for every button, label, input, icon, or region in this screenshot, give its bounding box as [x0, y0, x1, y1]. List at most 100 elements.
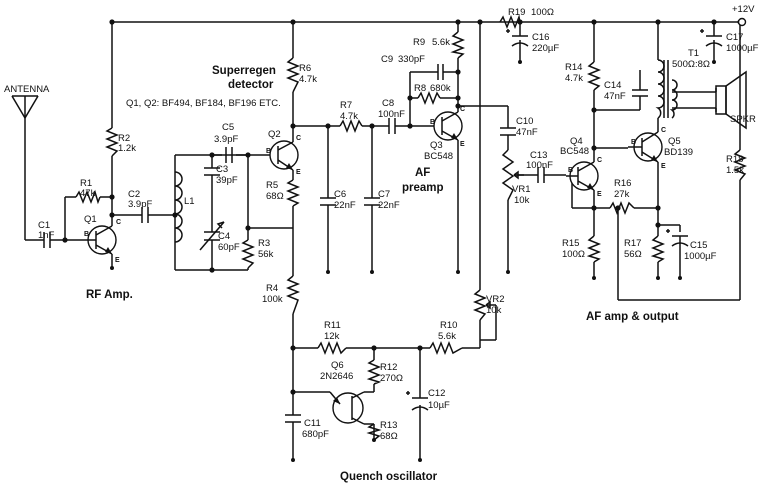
capacitors	[40, 35, 723, 429]
R7-label: R7	[340, 100, 352, 111]
svg-text:B: B	[631, 139, 636, 146]
VR2-value: 10k	[486, 305, 502, 316]
transistor-Q2	[269, 140, 299, 171]
C6-label: C6	[334, 189, 346, 200]
Q4-value: BC548	[560, 146, 589, 157]
R10-value: 5.6k	[438, 331, 456, 342]
C16-label: C16	[532, 32, 549, 43]
R17-label: R17	[624, 238, 641, 249]
svg-text:E: E	[597, 191, 602, 198]
R18-label: R18	[726, 154, 743, 165]
R14-value: 4.7k	[565, 73, 583, 84]
superregen-title-1: Superregen	[212, 65, 276, 77]
ground-terminations	[110, 60, 716, 462]
R1-label: R1	[80, 178, 92, 189]
R11-label: R11	[324, 320, 341, 331]
svg-text:B: B	[84, 231, 89, 238]
section-titles: Superregen detector Q1, Q2: BF494, BF184…	[86, 65, 679, 483]
af-preamp-title-2: preamp	[402, 182, 444, 194]
svg-text:E: E	[296, 169, 301, 176]
af-preamp-title-1: AF	[415, 167, 430, 179]
Q5-value: BD139	[664, 147, 693, 158]
Q6-value: 2N2646	[320, 371, 353, 382]
antenna-label: ANTENNA	[4, 84, 50, 95]
C9-value: 330pF	[398, 54, 425, 65]
R15-label: R15	[562, 238, 579, 249]
C12-label: C12	[428, 388, 445, 399]
svg-text:C: C	[116, 219, 121, 226]
R10-label: R10	[440, 320, 457, 331]
resistors	[75, 14, 748, 441]
R8-label: R8	[414, 83, 426, 94]
R14-label: R14	[565, 62, 582, 73]
svg-text:E: E	[460, 141, 465, 148]
C11-label: C11	[304, 418, 321, 429]
svg-text:B: B	[266, 148, 271, 155]
C3-label: C3	[216, 164, 228, 175]
transformer-T1	[655, 59, 678, 119]
C13-label: C13	[530, 150, 547, 161]
speaker-icon	[715, 70, 747, 130]
T1-label: T1	[688, 48, 699, 59]
C6-value: 22nF	[334, 200, 356, 211]
af-output-title: AF amp & output	[586, 311, 679, 323]
svg-text:C: C	[661, 127, 666, 134]
rf-amp-title: RF Amp.	[86, 289, 133, 301]
R5-value: 68Ω	[266, 191, 284, 202]
C9-label: C9	[381, 54, 393, 65]
C13-value: 100nF	[526, 160, 553, 171]
R6-value: 4.7k	[299, 74, 317, 85]
antenna	[11, 95, 39, 119]
R2-label: R2	[118, 133, 130, 144]
Q3-value: BC548	[424, 151, 453, 162]
VR1-value: 10k	[514, 195, 530, 206]
C15-value: 1000µF	[684, 251, 717, 262]
R9-label: R9	[413, 37, 425, 48]
C11-value: 680pF	[302, 429, 329, 440]
C2-value: 3.9pF	[128, 199, 152, 210]
R8-value: 680k	[430, 83, 451, 94]
Q3-label: Q3	[430, 140, 443, 151]
component-labels: C1 1nF R1 47k R2 1.2k Q1 C2 3.9pF L1 C5 …	[38, 7, 759, 442]
speaker-label: SPKR	[730, 114, 756, 125]
Q6-label: Q6	[331, 360, 344, 371]
C4-value: 60pF	[218, 242, 240, 253]
transistor-note: Q1, Q2: BF494, BF184, BF196 ETC.	[126, 98, 281, 109]
transistor-Q6-ujt	[329, 391, 365, 425]
R17-value: 56Ω	[624, 249, 642, 260]
R1-value: 47k	[80, 188, 96, 199]
pin-letters: B C E B C E B C E B C E B C E	[84, 106, 666, 264]
R4-value: 100k	[262, 294, 283, 305]
polarity-marks	[406, 29, 704, 395]
transistor-Q4	[566, 161, 599, 191]
quench-title: Quench oscillator	[340, 471, 438, 483]
Q4-label: Q4	[570, 136, 583, 147]
R11-value: 12k	[324, 331, 340, 342]
svg-text:E: E	[115, 257, 120, 264]
C14-label: C14	[604, 80, 621, 91]
C16-value: 220µF	[532, 43, 559, 54]
svg-text:C: C	[460, 106, 465, 113]
C1-label: C1	[38, 220, 50, 231]
R16-label: R16	[614, 178, 631, 189]
transistor-Q5	[628, 131, 663, 163]
potentiometers	[472, 149, 524, 341]
R19-label: R19	[508, 7, 525, 18]
R12-value: 270Ω	[380, 373, 403, 384]
R13-label: R13	[380, 420, 397, 431]
R9-value: 5.6k	[432, 37, 450, 48]
R19-value: 100Ω	[531, 7, 554, 18]
R12-label: R12	[380, 362, 397, 373]
C7-label: C7	[378, 189, 390, 200]
R6-label: R6	[299, 63, 311, 74]
R2-value: 1.2k	[118, 143, 136, 154]
L1-label: L1	[184, 196, 195, 207]
VR1-label: VR1	[512, 184, 530, 195]
C5-value: 3.9pF	[214, 134, 238, 145]
C8-label: C8	[382, 98, 394, 109]
R13-value: 68Ω	[380, 431, 398, 442]
C10-label: C10	[516, 116, 533, 127]
T1-value: 500Ω:8Ω	[672, 59, 710, 70]
supply-terminal: +12V	[732, 4, 755, 27]
